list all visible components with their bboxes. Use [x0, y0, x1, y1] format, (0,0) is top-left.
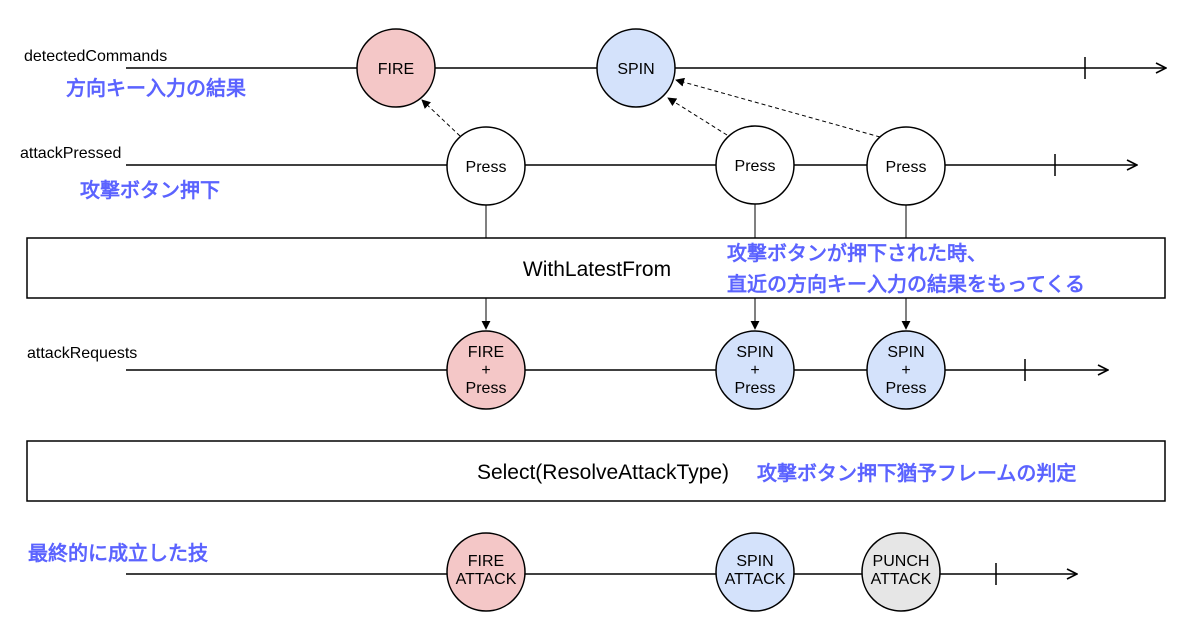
result-node-fire-attack-line2: ATTACK — [456, 571, 517, 588]
request-node-spin-2-line3: Press — [886, 380, 927, 397]
detected-commands-note: 方向キー入力の結果 — [66, 76, 246, 100]
operator-with-latest-from-box — [26, 237, 1166, 299]
detected-node-spin-text: SPIN — [617, 61, 654, 78]
request-node-spin-2-line2: + — [901, 362, 910, 379]
detected-node-fire-circle — [356, 28, 436, 108]
result-node-fire-attack: FIRE ATTACK — [446, 532, 526, 612]
detected-node-spin: SPIN — [596, 28, 676, 108]
result-node-punch-attack-line1: PUNCH — [873, 553, 930, 570]
request-node-spin-2-line1: SPIN — [887, 344, 924, 361]
reference-arrow-1 — [421, 99, 461, 137]
operator-select: Select(ResolveAttackType) 攻撃ボタン押下猶予フレームの… — [26, 440, 1166, 502]
pressed-node-1-text: Press — [466, 159, 507, 176]
request-node-spin-2-circle — [866, 330, 946, 410]
detected-node-spin-circle — [596, 28, 676, 108]
attack-pressed-note: 攻撃ボタン押下 — [80, 178, 220, 202]
request-node-fire-line2: + — [481, 362, 490, 379]
operator-select-label: Select(ResolveAttackType) — [477, 461, 729, 484]
result-node-punch-attack-line2: ATTACK — [871, 571, 932, 588]
result-node-spin-attack-line2: ATTACK — [725, 571, 786, 588]
request-node-spin-1-line2: + — [750, 362, 759, 379]
pressed-node-1: Press — [446, 126, 526, 206]
result-node-spin-attack: SPIN ATTACK — [715, 532, 795, 612]
reference-arrow-2 — [667, 97, 728, 136]
result-node-punch-attack-circle — [861, 532, 941, 612]
operator-select-note: 攻撃ボタン押下猶予フレームの判定 — [757, 461, 1076, 485]
result-node-spin-attack-circle — [715, 532, 795, 612]
operator-with-latest-from-label: WithLatestFrom — [523, 258, 671, 281]
detected-node-fire-text: FIRE — [378, 61, 414, 78]
operator-with-latest-from-note-1: 攻撃ボタンが押下された時、 — [727, 241, 987, 265]
attack-requests-label: attackRequests — [27, 345, 137, 362]
request-node-spin-2: SPIN + Press — [866, 330, 946, 410]
pressed-node-2-text: Press — [735, 158, 776, 175]
request-node-fire: FIRE + Press — [446, 330, 526, 410]
result-node-spin-attack-line1: SPIN — [736, 553, 773, 570]
result-note: 最終的に成立した技 — [28, 541, 209, 565]
pressed-node-3: Press — [866, 126, 946, 206]
operator-with-latest-from-note-2: 直近の方向キー入力の結果をもってくる — [727, 272, 1085, 296]
request-node-spin-1-circle — [715, 330, 795, 410]
result-node-punch-attack: PUNCH ATTACK — [861, 532, 941, 612]
pressed-node-2: Press — [715, 125, 795, 205]
operator-with-latest-from: WithLatestFrom 攻撃ボタンが押下された時、 直近の方向キー入力の結… — [26, 237, 1166, 299]
detected-node-fire: FIRE — [356, 28, 436, 108]
request-node-fire-circle — [446, 330, 526, 410]
request-node-fire-line3: Press — [466, 380, 507, 397]
request-node-fire-line1: FIRE — [468, 344, 504, 361]
pressed-node-3-text: Press — [886, 159, 927, 176]
attack-pressed-label: attackPressed — [20, 145, 121, 162]
detected-commands-label: detectedCommands — [24, 48, 167, 65]
reference-arrow-3 — [675, 77, 881, 138]
result-node-fire-attack-circle — [446, 532, 526, 612]
result-node-fire-attack-line1: FIRE — [468, 553, 504, 570]
operator-select-box — [26, 440, 1166, 502]
request-node-spin-1: SPIN + Press — [715, 330, 795, 410]
request-node-spin-1-line1: SPIN — [736, 344, 773, 361]
request-node-spin-1-line3: Press — [735, 380, 776, 397]
